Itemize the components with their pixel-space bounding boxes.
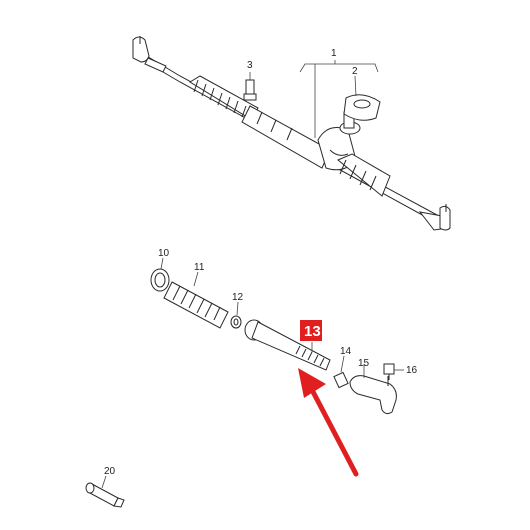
tie-rod-exploded-parts: 10 11 12 14 — [150, 248, 418, 415]
left-tie-rod-end — [132, 36, 167, 73]
lock-nut — [333, 371, 349, 389]
label-part-14: 14 — [340, 346, 352, 357]
label-part-20: 20 — [104, 466, 116, 477]
highlight-arrow — [298, 368, 359, 477]
rack-housing — [241, 105, 331, 169]
tie-rod-boot — [163, 281, 229, 329]
grease-tube — [85, 482, 125, 508]
label-part-3: 3 — [247, 60, 253, 71]
mounting-bolt — [243, 79, 257, 101]
label-part-16: 16 — [406, 365, 418, 376]
inner-tie-rod — [244, 319, 331, 371]
outer-tie-rod-end — [349, 375, 397, 415]
right-rack-boot — [337, 153, 391, 197]
castle-nut — [383, 363, 395, 380]
right-tie-rod-end — [418, 204, 451, 231]
left-rack-boot — [189, 75, 259, 121]
label-part-15: 15 — [358, 358, 370, 369]
steering-rack-assembly: 1 2 3 — [132, 36, 451, 231]
rubber-mount — [343, 94, 381, 121]
small-clamp-ring — [230, 315, 242, 329]
callout-label-13: 13 — [304, 323, 321, 340]
label-part-1: 1 — [331, 48, 337, 59]
boot-clamp — [150, 268, 170, 292]
label-part-2: 2 — [352, 66, 358, 77]
label-part-12: 12 — [232, 292, 244, 303]
label-part-10: 10 — [158, 248, 170, 259]
label-part-11: 11 — [194, 262, 205, 273]
callout-badge — [300, 320, 322, 341]
highlight-callout-13: 13 — [300, 320, 322, 341]
